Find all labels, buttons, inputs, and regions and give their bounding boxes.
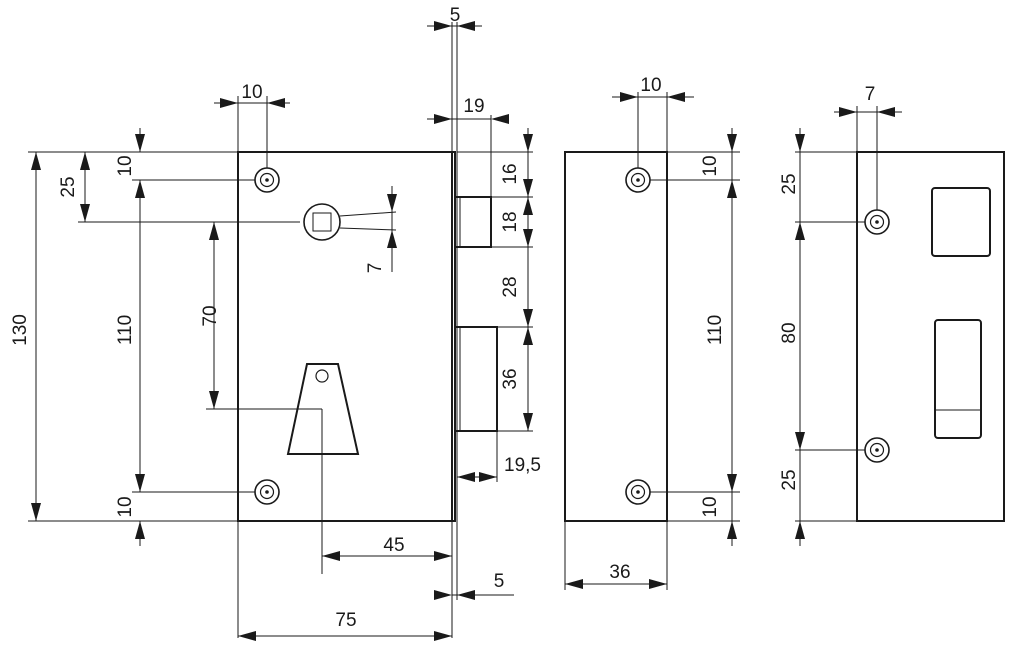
extension-lines [28, 22, 878, 638]
dim-left-70: 70 [200, 305, 221, 326]
strike-plate-outline [856, 151, 1005, 522]
follower-icon [303, 203, 341, 241]
screw-hole-bottom-icon [254, 479, 280, 505]
dim-strike-7: 7 [865, 84, 876, 105]
forend-hole-top-icon [625, 167, 651, 193]
dim-bottom-gap-5: 5 [494, 571, 505, 592]
dim-strike-25-bottom: 25 [779, 469, 800, 490]
forend-hole-bottom-icon [625, 479, 651, 505]
follower-leader-bottom [339, 227, 397, 231]
dim-left-10-top: 10 [115, 155, 136, 176]
forend-front-view [564, 151, 668, 522]
dimension-arrows [31, 21, 895, 641]
dimension-lines [35, 25, 902, 637]
dim-front-width-36: 36 [609, 562, 630, 583]
dim-left-10-bottom: 10 [115, 496, 136, 517]
dim-front-10-top: 10 [640, 75, 661, 96]
dim-bolt-18: 18 [500, 211, 521, 232]
dim-edge-16: 16 [500, 163, 521, 184]
strike-plate-view [856, 151, 1005, 522]
dim-left-25: 25 [58, 176, 79, 197]
deadbolt-mortise [931, 187, 991, 257]
dim-front-hole-10: 10 [700, 155, 721, 176]
dim-bolt-width-19: 19 [463, 96, 484, 117]
dim-keyhole-45: 45 [383, 535, 404, 556]
dim-overall-130: 130 [10, 314, 31, 346]
deadbolt [454, 196, 492, 248]
dim-left-110: 110 [115, 315, 136, 345]
forend-outline [564, 151, 668, 522]
dim-latch-36: 36 [500, 368, 521, 389]
dim-strike-25-top: 25 [779, 173, 800, 194]
dim-front-10-bottom: 10 [700, 496, 721, 517]
dim-offset-7-body: 7 [365, 263, 386, 274]
dim-front-110: 110 [705, 315, 726, 345]
dim-strike-80: 80 [779, 322, 800, 343]
dim-top-gap-5: 5 [450, 5, 461, 26]
dim-screw-spacing-10: 10 [241, 82, 262, 103]
latch-bolt [454, 326, 498, 432]
strike-hole-top-icon [864, 209, 890, 235]
dim-gap-28: 28 [500, 276, 521, 297]
screw-hole-top-icon [254, 167, 280, 193]
keyhole-icon [286, 363, 360, 455]
strike-hole-bottom-icon [864, 437, 890, 463]
lock-body-view [237, 151, 498, 522]
dim-body-width-75: 75 [335, 610, 356, 631]
dim-latch-offset-19-5: 19,5 [504, 455, 541, 476]
dimension-labels: 5 10 19 16 18 28 36 7 25 10 110 70 130 1… [10, 5, 875, 631]
latch-mortise [934, 319, 982, 439]
lock-case-outline [237, 151, 453, 522]
follower-leader-top [339, 211, 397, 217]
